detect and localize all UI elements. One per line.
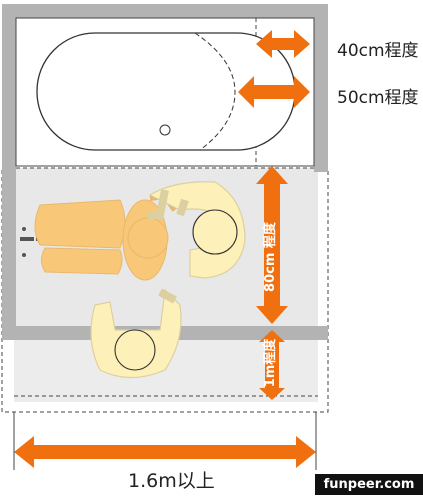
caregiver-top: [148, 181, 246, 279]
arrow-width: [14, 436, 316, 468]
arrow-50cm: [238, 76, 310, 108]
arrow-80cm: [256, 166, 288, 324]
arrow-1m: [259, 330, 285, 400]
person-lying: [34, 192, 178, 281]
label-width: 1.6m以上: [128, 470, 215, 492]
watermark: funpeer.com: [315, 474, 423, 495]
drain-icon: [159, 124, 171, 136]
wall-top: [2, 4, 328, 18]
arrow-40cm: [256, 30, 310, 58]
label-1m: 1m程度: [263, 338, 278, 388]
label-50cm: 50cm程度: [337, 88, 419, 108]
wall-right-upper: [314, 4, 328, 172]
caregiver-bottom: [90, 288, 182, 379]
wall-left: [2, 4, 16, 340]
label-80cm: 80cm 程度: [263, 222, 278, 292]
bathtub-dashed-curve: [194, 32, 236, 151]
label-40cm: 40cm程度: [337, 41, 419, 61]
